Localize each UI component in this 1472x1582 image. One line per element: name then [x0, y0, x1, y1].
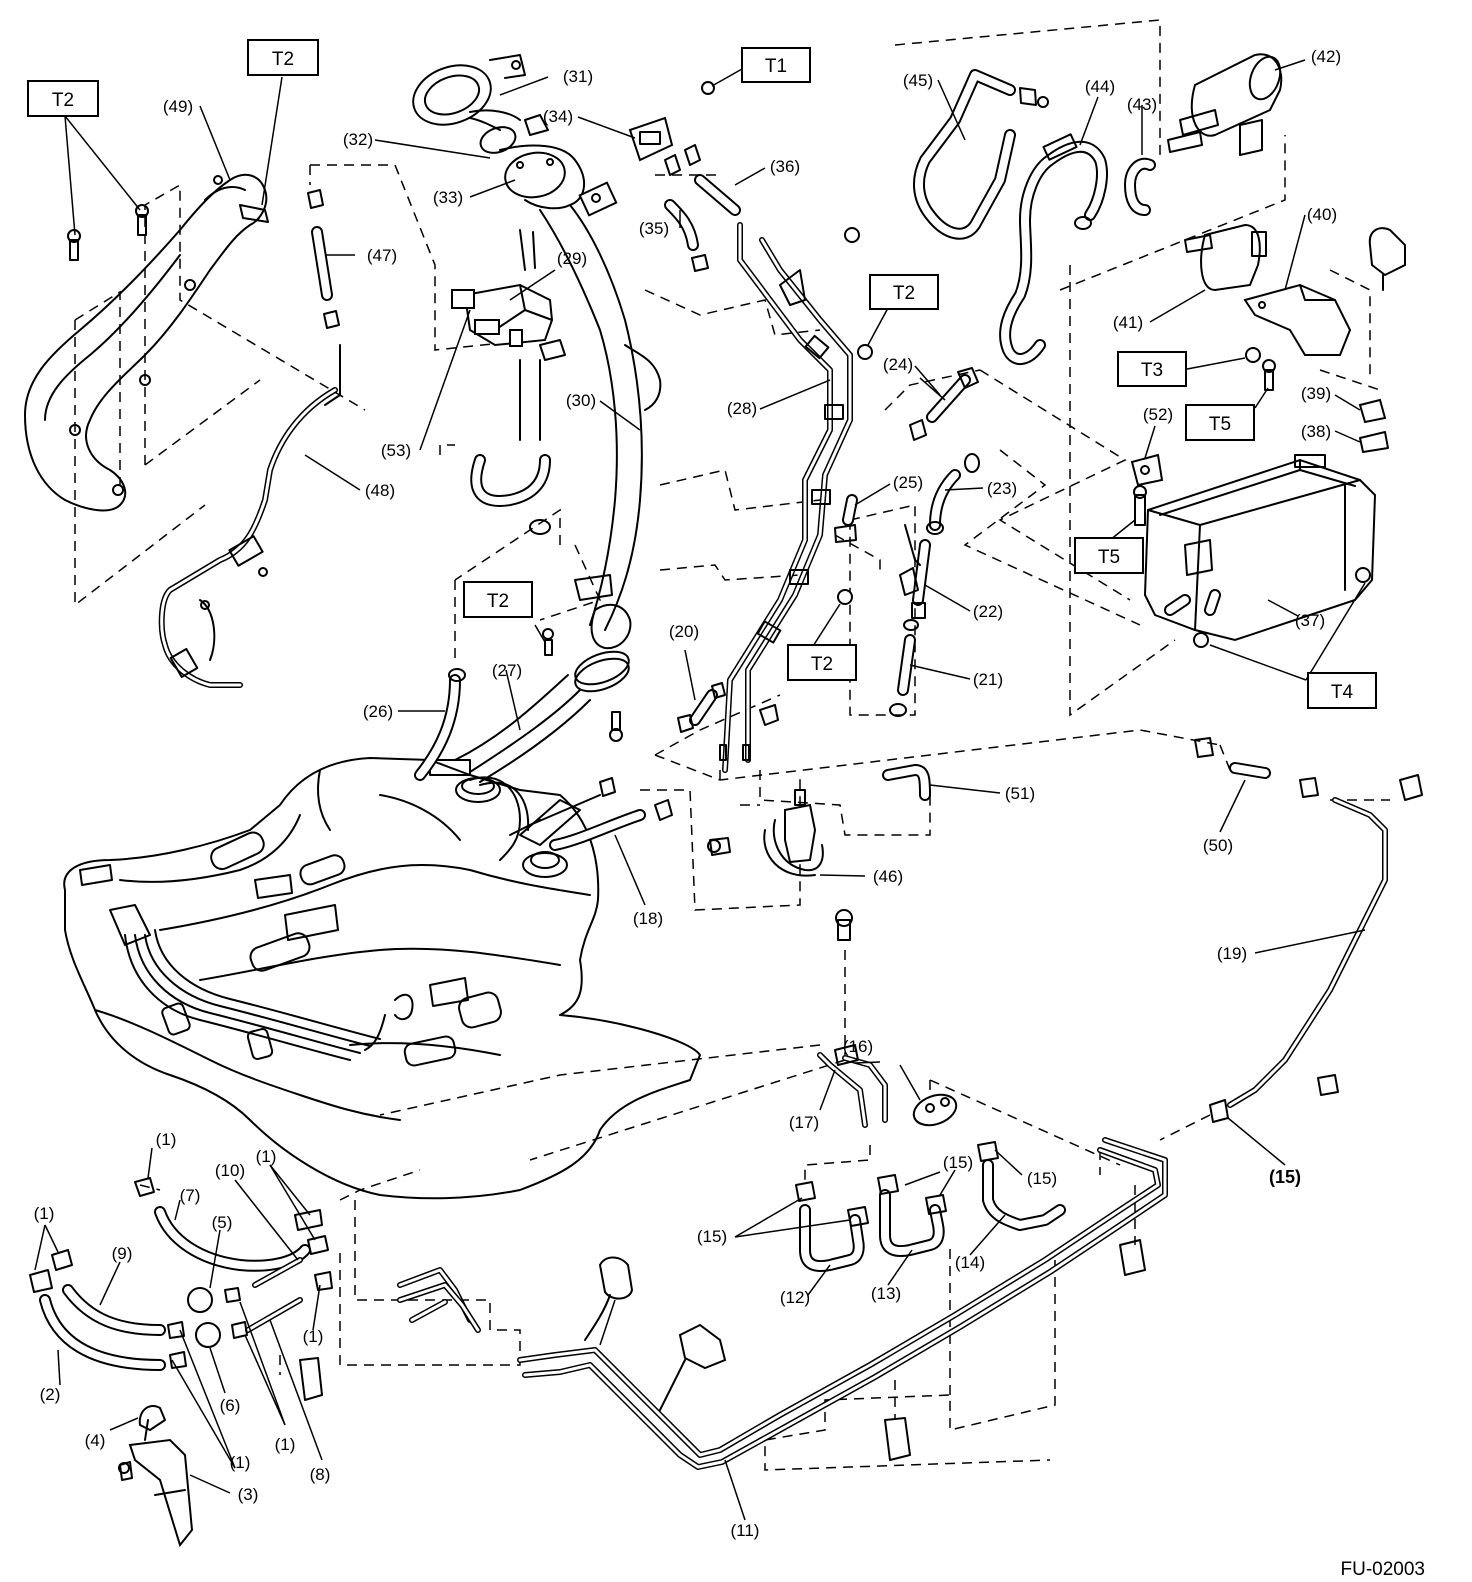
part-label-49: (49) — [163, 97, 193, 116]
torque-tag: T2 — [27, 80, 99, 117]
part-label-45: (45) — [903, 71, 933, 90]
part-label-21: (21) — [973, 670, 1003, 689]
canister-assembly — [913, 53, 1406, 648]
part-label-37: (37) — [1295, 611, 1325, 630]
torque-tag: T1 — [741, 47, 811, 83]
part-label-31: (31) — [563, 67, 593, 86]
part-label-52: (52) — [1143, 405, 1173, 424]
part-label-3: (3) — [238, 1485, 259, 1504]
part-label-29: (29) — [557, 249, 587, 268]
part-label-36: (36) — [770, 157, 800, 176]
torque-tag-label: T5 — [1098, 547, 1120, 568]
part-label-19: (19) — [1217, 944, 1247, 963]
part-label-22: (22) — [973, 602, 1003, 621]
torque-tag: T2 — [787, 644, 857, 681]
part-label-48: (48) — [365, 481, 395, 500]
torque-tag: T4 — [1307, 672, 1377, 709]
part-label-14: (14) — [955, 1253, 985, 1272]
leader-lines — [34, 59, 1366, 1521]
part-label-15-bold: (15) — [1269, 1167, 1301, 1187]
part-label-15c: (15) — [697, 1227, 727, 1246]
torque-tag-label: T2 — [272, 49, 294, 70]
part-label-43: (43) — [1127, 95, 1157, 114]
part-label-41: (41) — [1113, 313, 1143, 332]
filler-pipe-assembly — [412, 54, 741, 742]
part-label-1e: (1) — [230, 1453, 251, 1472]
torque-tag-label: T2 — [893, 283, 915, 304]
part-label-11: (11) — [731, 1521, 760, 1540]
part-label-51: (51) — [1005, 784, 1035, 803]
torque-tag-label: T2 — [52, 90, 74, 111]
figure-id: FU-02003 — [1341, 1559, 1426, 1580]
part-label-15a: (15) — [943, 1153, 973, 1172]
part-label-33: (33) — [433, 188, 463, 207]
part-label-8: (8) — [310, 1465, 331, 1484]
part-label-1a: (1) — [156, 1130, 177, 1149]
part-label-13: (13) — [871, 1284, 901, 1303]
part-label-23: (23) — [987, 479, 1017, 498]
part-label-9: (9) — [112, 1244, 133, 1263]
part-label-1b: (1) — [34, 1204, 55, 1223]
part-label-15b: (15) — [1027, 1169, 1057, 1188]
part-label-28: (28) — [727, 399, 757, 418]
torque-tag: T5 — [1185, 404, 1255, 441]
part-label-4: (4) — [85, 1431, 106, 1450]
torque-tag-label: T4 — [1331, 682, 1354, 703]
part-label-24: (24) — [883, 355, 913, 374]
part-label-1d: (1) — [303, 1327, 324, 1346]
part-label-25: (25) — [893, 473, 923, 492]
part-label-34: (34) — [543, 107, 573, 126]
part-label-32: (32) — [343, 130, 373, 149]
part-label-10: (10) — [215, 1161, 245, 1180]
part-label-40: (40) — [1307, 205, 1337, 224]
part-label-42: (42) — [1311, 47, 1341, 66]
part-label-20: (20) — [669, 622, 699, 641]
part-label-47: (47) — [367, 246, 397, 265]
part-label-27: (27) — [492, 661, 522, 680]
torque-tag-label: T3 — [1141, 360, 1163, 381]
part-label-1c: (1) — [256, 1147, 277, 1166]
part-label-6: (6) — [220, 1396, 241, 1415]
part-label-2: (2) — [40, 1385, 61, 1404]
torque-tags: T2 T2 T1 T2 T3 T5 T5 T2 — [27, 39, 1377, 709]
part-label-39: (39) — [1301, 384, 1331, 403]
part-label-46: (46) — [873, 867, 903, 886]
part-label-12: (12) — [780, 1288, 810, 1307]
torque-tag-label: T5 — [1209, 414, 1231, 435]
part-label-5: (5) — [212, 1213, 233, 1232]
torque-tag: T3 — [1117, 351, 1187, 387]
torque-tag: T2 — [869, 274, 939, 310]
vent-lines-assembly — [414, 222, 980, 851]
fuel-tank — [63, 757, 701, 1200]
part-label-30: (30) — [566, 391, 596, 410]
torque-tag: T5 — [1074, 537, 1144, 574]
right-pipe-assembly — [1194, 737, 1423, 1123]
left-bracket-pipe-assembly — [24, 173, 341, 688]
purge-valve-assembly — [451, 283, 566, 535]
dashed-guide-lines — [74, 19, 1390, 1471]
part-label-44: (44) — [1085, 77, 1115, 96]
torque-tag-label: T1 — [765, 56, 787, 77]
part-label-18: (18) — [633, 909, 663, 928]
part-label-7: (7) — [180, 1186, 201, 1205]
small-parts-group — [29, 1177, 333, 1548]
part-label-26: (26) — [363, 702, 393, 721]
part-label-17: (17) — [789, 1113, 819, 1132]
part-label-16: (16) — [843, 1037, 873, 1056]
torque-tag: T2 — [247, 39, 319, 76]
pump-assembly — [707, 764, 931, 877]
part-label-1f: (1) — [275, 1435, 296, 1454]
torque-tag: T2 — [463, 581, 533, 618]
part-label-38: (38) — [1301, 422, 1331, 441]
lower-fuel-pipe-assembly — [299, 909, 1168, 1470]
part-labels: (31) (32) (33) (34) (35) (36) (47) (49) … — [34, 47, 1342, 1540]
torque-tag-label: T2 — [487, 591, 509, 612]
part-label-35: (35) — [639, 219, 669, 238]
part-label-50: (50) — [1203, 836, 1233, 855]
torque-tag-label: T2 — [811, 654, 833, 675]
part-label-53: (53) — [381, 441, 411, 460]
